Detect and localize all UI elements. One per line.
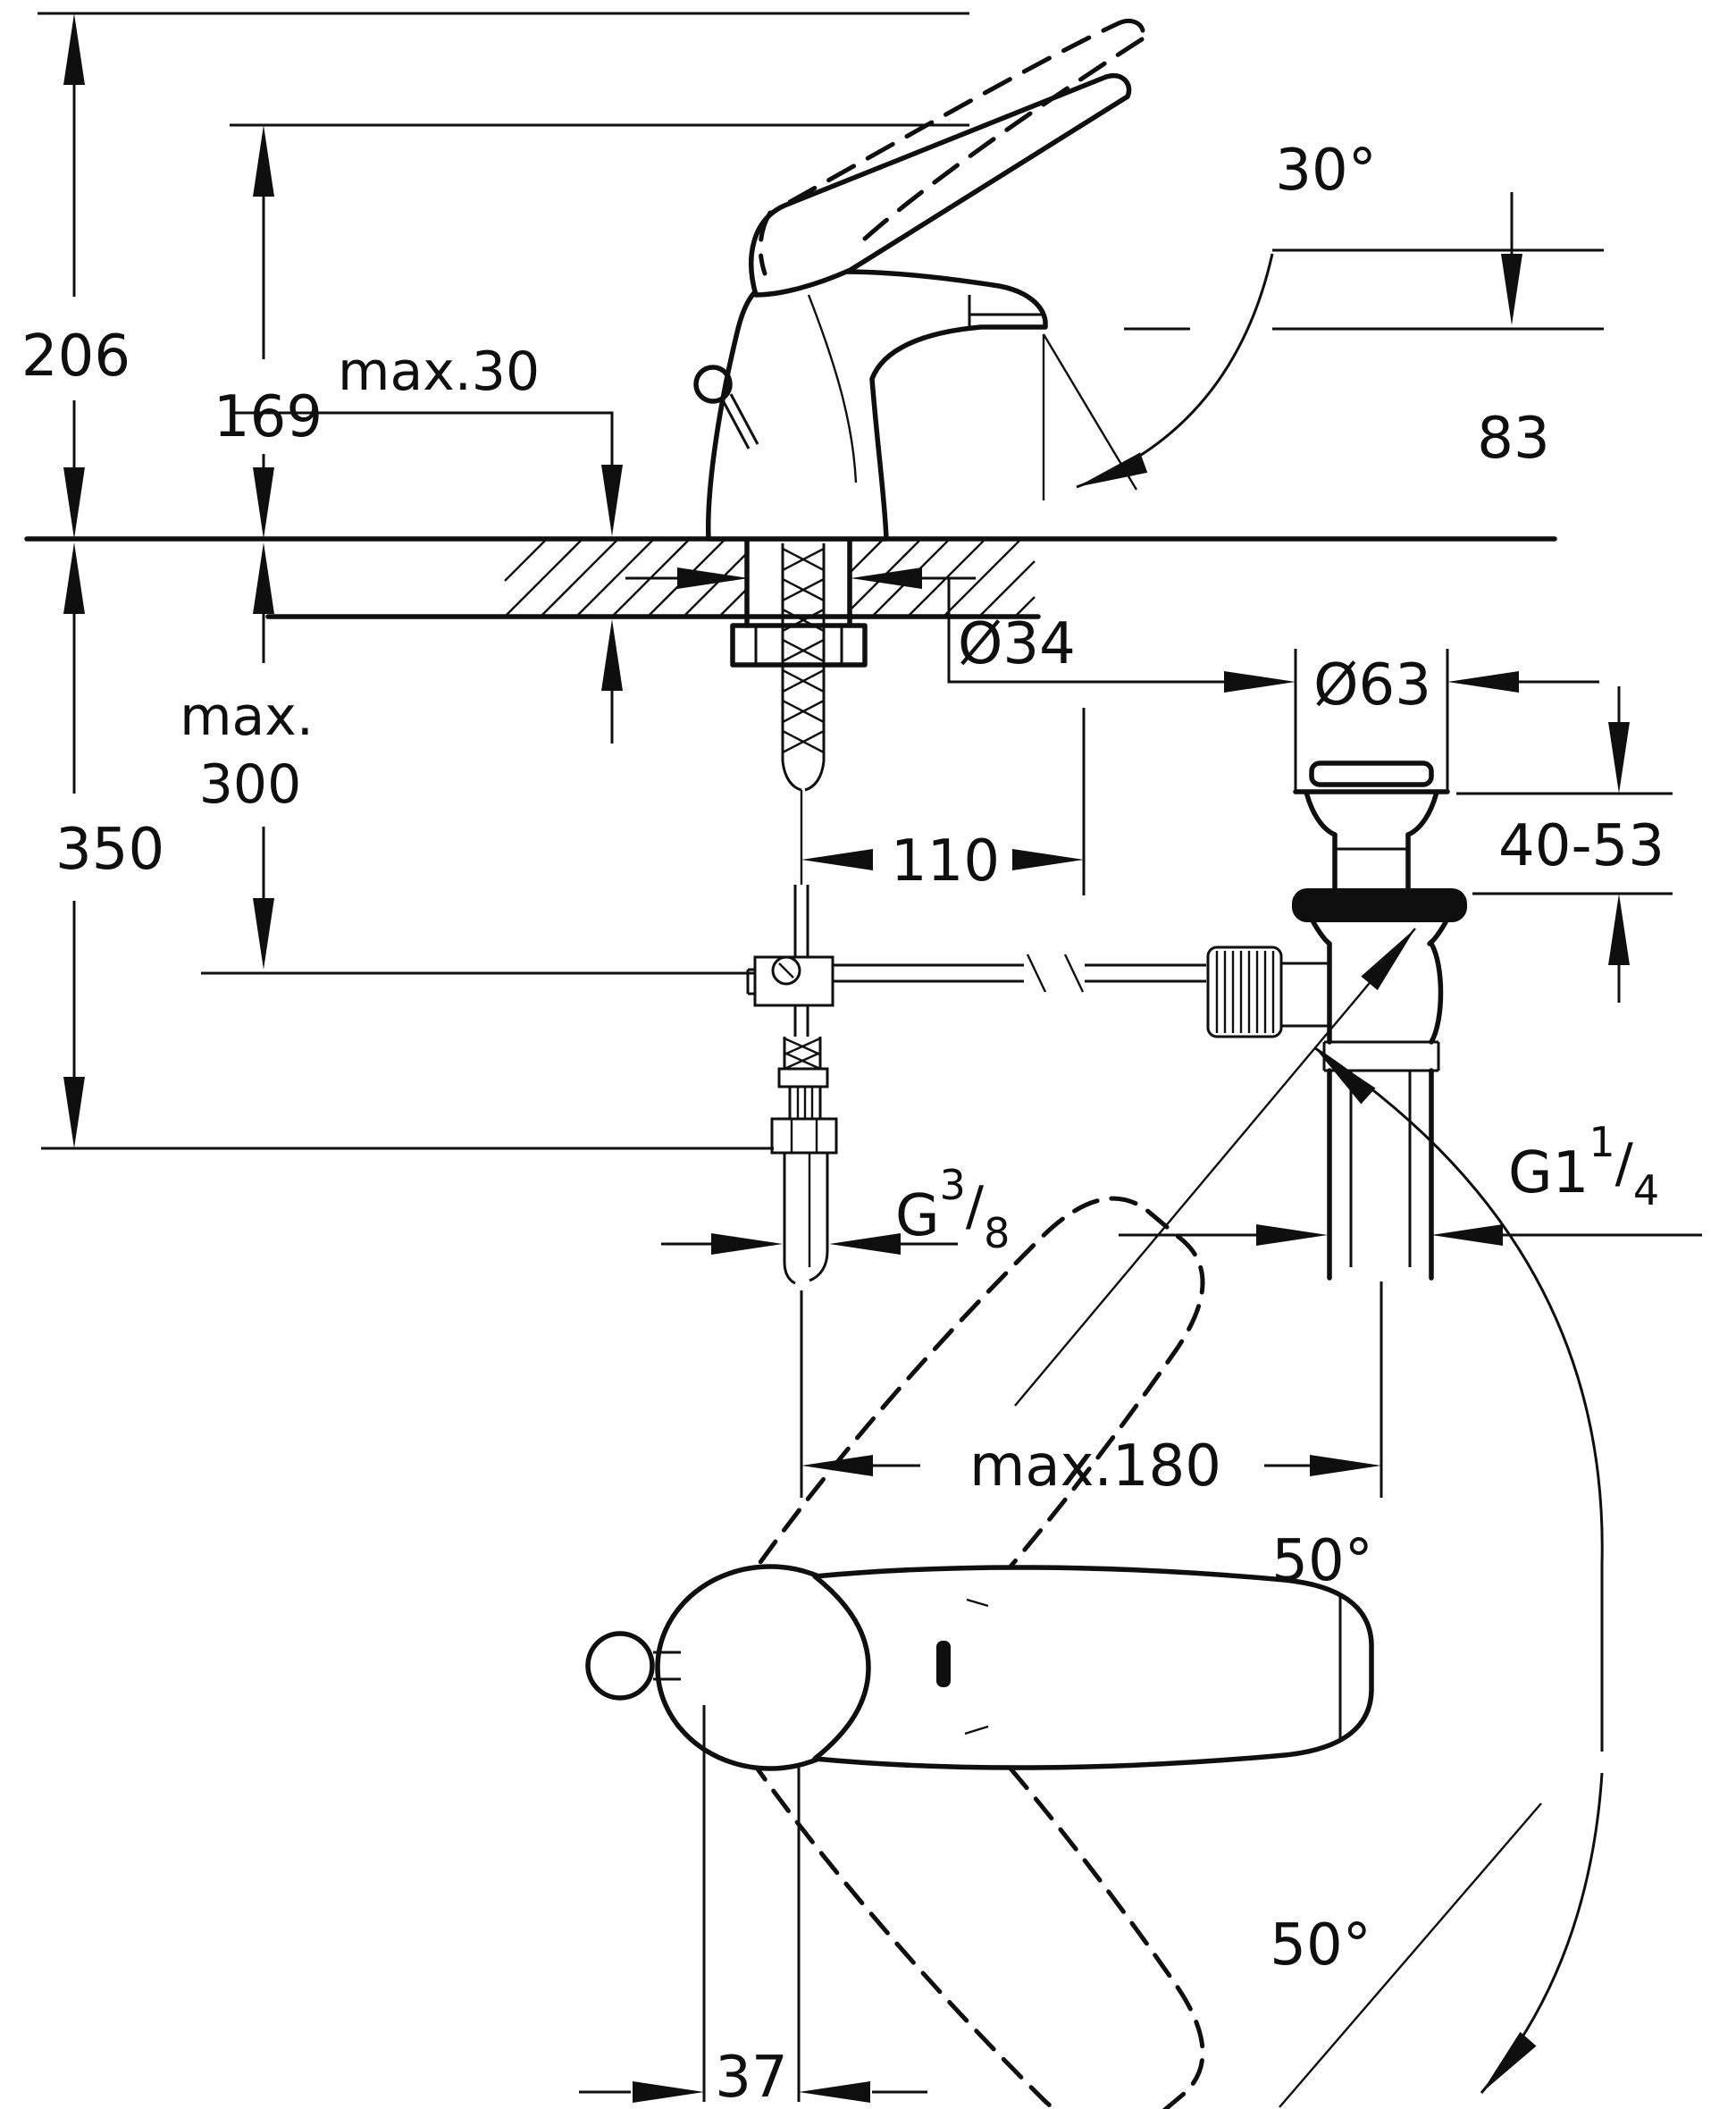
waste-outlet-pipe: [1327, 1068, 1434, 1281]
height-total-label: 206: [21, 323, 130, 390]
hose-braid-pattern-lower: [784, 1037, 821, 1071]
supply-hose-upper: [781, 543, 826, 792]
supply-hose-lower: [770, 1037, 838, 1285]
rod-break-symbol: [1026, 954, 1085, 993]
dimension-supply-thread: G3/8: [661, 1161, 1010, 1257]
upper-swing-ray: [1014, 928, 1416, 1407]
popup-waste-valve: [1206, 760, 1467, 1281]
handle-lever-side-view: [749, 72, 1132, 298]
popup-rod-assembly: [746, 790, 1206, 1037]
adjuster-connector: [1279, 962, 1331, 1028]
lower-swing-ray: [1279, 1802, 1542, 2108]
upper-swing-angle-label: 50°: [1271, 1528, 1372, 1594]
waste-seal-ring: [1292, 888, 1467, 922]
popup-knob-side-view: [693, 365, 759, 450]
tee-screw-icon: [771, 955, 801, 986]
dimension-deck-thickness: max.30: [231, 340, 623, 744]
hose-max-label-line1: max.: [180, 685, 314, 748]
waste-diameter-label: Ø63: [1313, 652, 1431, 718]
waste-plug-cap: [1309, 760, 1434, 787]
waste-flange: [1322, 1040, 1440, 1072]
dimension-waste-thread: G11/4: [1119, 1118, 1702, 1246]
dimension-height-206: 206: [21, 13, 130, 539]
body-and-spout-outline: [706, 269, 1048, 542]
center-distance-label: max.180: [969, 1433, 1221, 1500]
popup-knob-top-view: [585, 1631, 655, 1701]
hole-diameter-label: Ø34: [958, 611, 1076, 677]
dimension-waste-dia63: Ø63: [1294, 649, 1599, 790]
hose-max-label-line2: 300: [199, 753, 302, 816]
upper-swing-arc: [1314, 1046, 1604, 1565]
supply-thread-label: G3/8: [895, 1161, 1010, 1257]
linkage-rod-left: [833, 963, 1024, 983]
height-body-label: 169: [214, 384, 323, 450]
top-view: [585, 921, 1604, 2109]
g38-hex-nut: [770, 1117, 838, 1155]
waste-thread-label: G11/4: [1508, 1118, 1659, 1214]
lever-slot: [936, 1641, 951, 1687]
body-contour-line: [807, 294, 858, 483]
faucet-body-side-view: [706, 269, 1048, 542]
handle-raised-dashed: [758, 18, 1145, 276]
hose-collar: [777, 1067, 829, 1088]
lever-outline: [749, 72, 1132, 298]
spout-height-label: 83: [1477, 406, 1549, 472]
dimension-hose-max-300: max. 300: [180, 542, 755, 975]
handle-width-label: 37: [715, 2045, 787, 2109]
dimension-waste-range: 40-53: [1456, 686, 1673, 1003]
popup-knob-icon: [693, 365, 733, 404]
dimension-center-distance: max.180: [800, 1281, 1383, 1500]
deck-thickness-label: max.30: [338, 340, 540, 403]
dimension-spout-height-83: 83: [1477, 192, 1550, 472]
linkage-rod-right: [1085, 963, 1206, 983]
lower-swing-angle-label: 50°: [1270, 1912, 1371, 1979]
dimension-supply-length-350: 350: [41, 542, 774, 1150]
waste-range-label: 40-53: [1498, 813, 1665, 879]
dimension-height-169: 169: [214, 125, 323, 539]
dimension-handle-width-37: 37: [579, 1705, 927, 2109]
spout-angle-label: 30°: [1275, 138, 1376, 204]
supply-length-label: 350: [55, 817, 164, 883]
mounting-shank: [730, 536, 868, 668]
knurl-ribs: [1215, 951, 1275, 1033]
knob-stem-top-view: [653, 1651, 681, 1681]
handle-top-view-solid: [812, 1565, 1374, 1770]
hose-braid-pattern: [782, 547, 825, 754]
dimension-rod-distance-110: 110: [801, 708, 1086, 895]
rod-distance-label: 110: [891, 828, 1000, 895]
hose-tail-right: [809, 1153, 829, 1282]
hose-tail-left: [783, 1153, 796, 1285]
rod-tee-block: [753, 955, 834, 1007]
dimension-hole-dia34: Ø34: [625, 567, 1296, 693]
spout-angle-annotation: 30°: [1042, 138, 1604, 500]
